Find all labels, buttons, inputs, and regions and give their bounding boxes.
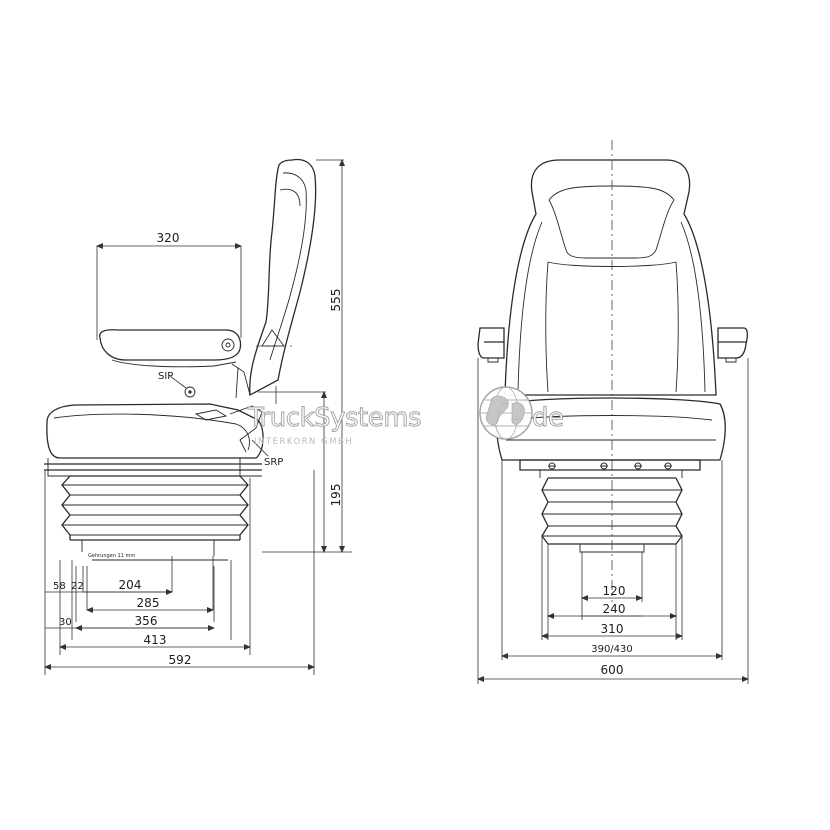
side-armrest	[99, 329, 242, 361]
side-backrest-inner	[269, 172, 307, 361]
front-right-handle	[717, 327, 748, 359]
front-backrest	[504, 159, 717, 396]
side-seat-cushion-seam	[53, 413, 250, 451]
dim-armrest-length: 320	[157, 231, 180, 245]
front-seat-cushion	[496, 397, 726, 461]
bolt-3	[634, 462, 642, 470]
side-armrest-underside	[111, 359, 237, 368]
side-recline-knob	[261, 329, 285, 347]
dim-overall-depth: 592	[169, 653, 192, 667]
watermark-brand-suffix: de	[532, 403, 564, 433]
dim-seat-height-total: 555	[329, 289, 343, 312]
dim-30: 30	[59, 617, 72, 628]
watermark-logo: TruckSystems de INTERKORN GMBH	[247, 386, 564, 447]
dim-356: 356	[135, 614, 158, 628]
front-base-block	[579, 544, 645, 553]
dim-240: 240	[603, 602, 626, 616]
dim-413: 413	[144, 633, 167, 647]
dim-204: 204	[119, 578, 142, 592]
side-frame-end	[47, 458, 262, 477]
globe-icon	[479, 386, 533, 440]
side-seat-lever	[194, 409, 228, 421]
side-dimension-lines	[44, 159, 352, 675]
side-seat-cushion	[46, 403, 264, 459]
front-handle-knobs	[487, 358, 737, 363]
front-frame-bolts	[539, 465, 683, 478]
bolt-1	[548, 462, 556, 470]
front-backrest-inner	[517, 221, 706, 393]
bolt-2	[600, 462, 608, 470]
dim-base-height: 195	[329, 484, 343, 507]
side-backrest-hinge	[231, 363, 251, 399]
label-srp: SRP	[264, 457, 283, 468]
side-seat-frame	[44, 463, 262, 471]
dim-120: 120	[603, 584, 626, 598]
front-headrest-panel	[548, 185, 675, 259]
bolt-4	[664, 462, 672, 470]
dim-58: 58	[53, 581, 66, 592]
sip-marker	[184, 386, 196, 398]
side-bellows	[61, 475, 249, 541]
dim-390-430: 390/430	[591, 644, 633, 655]
front-left-handle	[477, 327, 505, 359]
side-srp-bracket	[229, 405, 263, 453]
front-dimension-lines	[477, 358, 749, 684]
label-sip: SIP	[158, 371, 173, 382]
armrest-pivot	[221, 338, 235, 352]
dim-285: 285	[137, 596, 160, 610]
side-backrest-seam	[279, 188, 301, 207]
watermark-company: INTERKORN GMBH	[254, 437, 353, 447]
label-travel-note: Gehrungen 11 mm	[88, 553, 135, 559]
front-seat-frame	[519, 459, 701, 471]
watermark-brand: TruckSystems	[247, 403, 421, 433]
dim-22: 22	[71, 581, 84, 592]
armrest-pivot-center	[225, 342, 231, 348]
side-backrest	[249, 158, 317, 397]
dim-310: 310	[601, 622, 624, 636]
sip-marker-dot	[188, 390, 192, 394]
side-view: 320 555 195 SIP SRP Gehrungen 11 mm 58 2…	[44, 158, 352, 675]
dim-overall-width: 600	[601, 663, 624, 677]
front-view: 120 240 310 390/430 600	[477, 140, 749, 684]
side-base-rails	[81, 540, 228, 561]
